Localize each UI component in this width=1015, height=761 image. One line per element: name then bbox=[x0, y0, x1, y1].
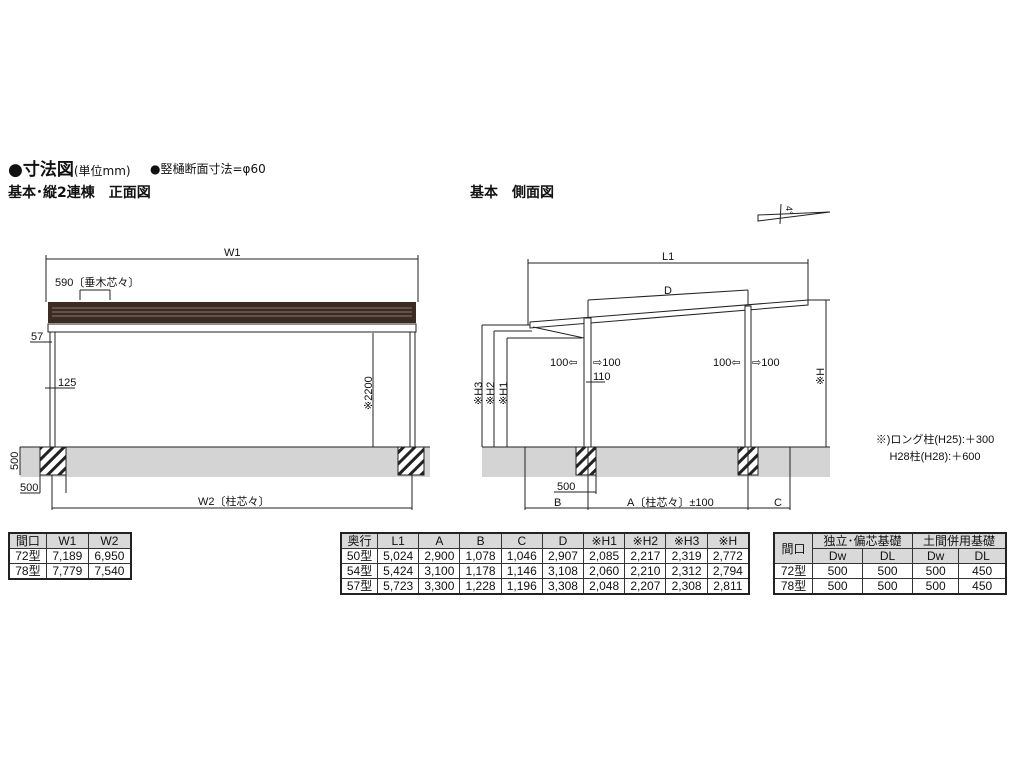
table-cell: 2,811 bbox=[706, 578, 750, 595]
b-label: B bbox=[554, 497, 561, 509]
table-cell: 3,100 bbox=[418, 563, 461, 579]
table-cell: 54型 bbox=[340, 563, 379, 579]
column-header: C bbox=[500, 532, 543, 549]
table-cell: 1,078 bbox=[459, 548, 502, 564]
table-cell: 3,108 bbox=[541, 563, 585, 579]
table-cell: 5,024 bbox=[377, 548, 420, 564]
a-label: A〔柱芯々〕±100 bbox=[627, 495, 714, 509]
long-post-notes: ※)ロング柱(H25):＋300 H28柱(H28):＋600 bbox=[860, 432, 1010, 466]
table-cell: 2,312 bbox=[665, 563, 708, 579]
drawing-title: ●寸法図(単位mm) bbox=[8, 160, 131, 180]
side-view-labels: L1 D 4° ※H3 ※H2 ※H1 ※H 100⇦ ⇨100 110 100… bbox=[473, 206, 827, 509]
table-cell: 1,228 bbox=[459, 578, 502, 595]
angle-icon bbox=[757, 203, 831, 225]
table-cell: 3,300 bbox=[418, 578, 461, 595]
offset-right-1: ⇨100 bbox=[593, 357, 621, 369]
roof-slope bbox=[529, 299, 809, 329]
post-right bbox=[409, 331, 416, 448]
ground bbox=[20, 447, 430, 477]
table-cell: 2,794 bbox=[706, 563, 750, 579]
dim-57-label: 57 bbox=[31, 331, 43, 343]
table-cell: 1,196 bbox=[500, 578, 543, 595]
table-cell: 50型 bbox=[340, 548, 379, 564]
table-cell: 2,907 bbox=[541, 548, 585, 564]
d-label: D bbox=[664, 285, 672, 297]
table-cell: 2,772 bbox=[706, 548, 750, 564]
rafter-pitch-label: 590〔垂木芯々〕 bbox=[55, 275, 139, 289]
h-label: ※H bbox=[815, 368, 827, 385]
table-cell: 3,308 bbox=[541, 578, 585, 595]
table-cell: 1,178 bbox=[459, 563, 502, 579]
post-rear bbox=[744, 305, 752, 448]
table-cell: 5,723 bbox=[377, 578, 420, 595]
h1-label: ※H1 bbox=[498, 382, 510, 405]
height-2200-label: ※2200 bbox=[363, 376, 375, 410]
ground bbox=[482, 447, 830, 477]
footing-right bbox=[397, 446, 425, 476]
table-cell: 2,217 bbox=[624, 548, 667, 564]
offset-left-2: 100⇦ bbox=[713, 357, 741, 369]
side-view bbox=[481, 203, 831, 510]
table-cell: 1,146 bbox=[500, 563, 543, 579]
table-cell: 5,424 bbox=[377, 563, 420, 579]
footing-width-label: 500 bbox=[557, 481, 575, 493]
h2-label: ※H2 bbox=[485, 382, 497, 405]
table-cell: 2,210 bbox=[624, 563, 667, 579]
offset-right-2: ⇨100 bbox=[752, 357, 780, 369]
column-header: ※H1 bbox=[583, 532, 626, 549]
footing-depth-label: 500 bbox=[9, 452, 21, 470]
angle-label: 4° bbox=[784, 206, 794, 215]
table-cell: 2,060 bbox=[583, 563, 626, 579]
table-cell: 2,085 bbox=[583, 548, 626, 564]
column-header: D bbox=[541, 532, 585, 549]
beam bbox=[47, 323, 417, 333]
column-header: 奥行 bbox=[340, 532, 379, 549]
footing-left bbox=[39, 446, 67, 476]
w2-label: W2〔柱芯々〕 bbox=[198, 494, 270, 508]
offset-left-1: 100⇦ bbox=[550, 357, 578, 369]
note-line-1: ※)ロング柱(H25):＋300 bbox=[875, 434, 995, 446]
post-left bbox=[49, 331, 56, 448]
post-note: ●竪樋断面寸法=φ60 bbox=[150, 162, 266, 176]
table-cell: 2,048 bbox=[583, 578, 626, 595]
footing-front bbox=[575, 446, 597, 476]
table-cell: 2,319 bbox=[665, 548, 708, 564]
table-cell: 2,900 bbox=[418, 548, 461, 564]
dim-125-label: 125 bbox=[58, 377, 76, 389]
table-cell: 2,207 bbox=[624, 578, 667, 595]
side-view-title: 基本 側面図 bbox=[470, 185, 554, 201]
column-header: L1 bbox=[377, 532, 420, 549]
column-header: B bbox=[459, 532, 502, 549]
front-view bbox=[19, 255, 430, 510]
c-label: C bbox=[774, 497, 782, 509]
footing-width-label: 500 bbox=[20, 482, 38, 494]
front-view-labels: W1 590〔垂木芯々〕 57 125 ※2200 500 500 W2〔柱芯々… bbox=[9, 247, 375, 508]
h3-label: ※H3 bbox=[473, 382, 485, 405]
column-header: ※H2 bbox=[624, 532, 667, 549]
table-cell: 57型 bbox=[340, 578, 379, 595]
dim-110-label: 110 bbox=[593, 371, 611, 383]
w1-label: W1 bbox=[224, 247, 241, 259]
table-cell: 2,308 bbox=[665, 578, 708, 595]
note-line-2: H28柱(H28):＋600 bbox=[889, 451, 981, 463]
column-header: ※H3 bbox=[665, 532, 708, 549]
column-header: A bbox=[418, 532, 461, 549]
front-view-title: 基本･縦2連棟 正面図 bbox=[8, 185, 151, 201]
column-header: ※H bbox=[706, 532, 750, 549]
l1-label: L1 bbox=[662, 251, 674, 263]
table-cell: 1,046 bbox=[500, 548, 543, 564]
